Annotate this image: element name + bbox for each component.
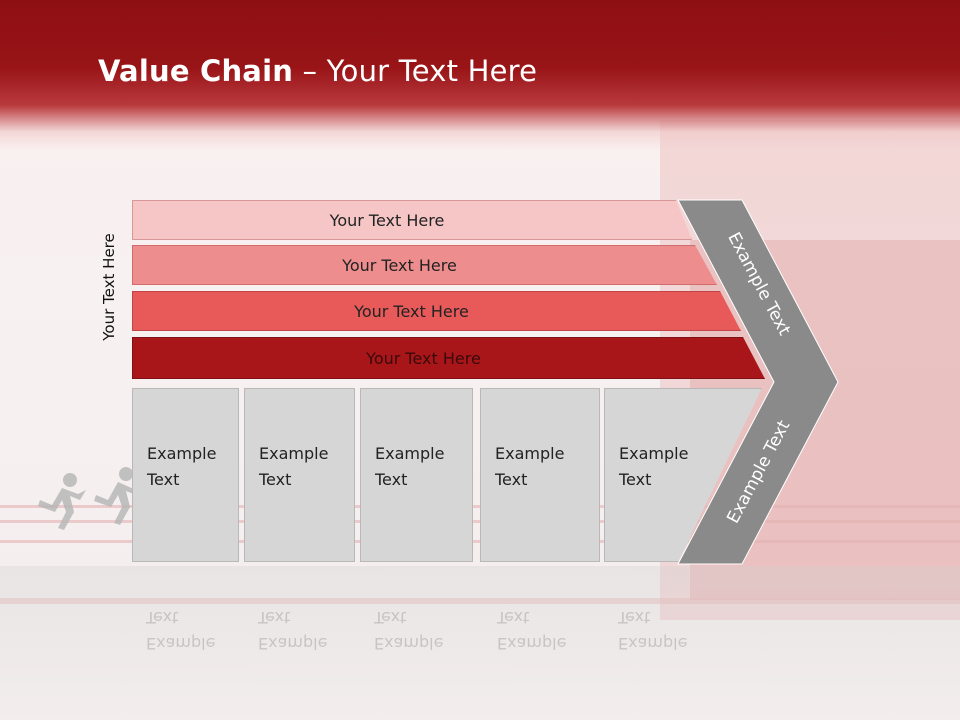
bar-4-label: Your Text Here xyxy=(366,348,481,368)
reflection-area xyxy=(0,566,960,720)
box-2-reflection: Example Text xyxy=(258,608,328,653)
box-4: Example Text xyxy=(480,388,600,562)
box-1: Example Text xyxy=(132,388,239,562)
box-3-reflection: Example Text xyxy=(374,608,444,653)
bar-2: Your Text Here xyxy=(132,245,717,285)
bar-3-label: Your Text Here xyxy=(354,301,469,321)
box-5-reflection: Example Text xyxy=(618,608,688,653)
box-3: Example Text xyxy=(360,388,473,562)
bar-2-label: Your Text Here xyxy=(342,255,457,275)
header-band xyxy=(0,0,960,150)
box-2: Example Text xyxy=(244,388,355,562)
bar-3: Your Text Here xyxy=(132,291,741,331)
box-1-reflection: Example Text xyxy=(146,608,216,653)
title-bold: Value Chain xyxy=(98,54,294,88)
runner-icon xyxy=(38,473,86,530)
title-rest: – Your Text Here xyxy=(293,54,538,88)
slide-title: Value Chain – Your Text Here xyxy=(98,54,537,88)
bar-4: Your Text Here xyxy=(132,337,765,379)
bar-1-label: Your Text Here xyxy=(329,210,445,230)
bar-1: Your Text Here xyxy=(132,200,692,240)
runner-icon xyxy=(94,467,142,525)
box-4-reflection: Example Text xyxy=(497,608,567,653)
